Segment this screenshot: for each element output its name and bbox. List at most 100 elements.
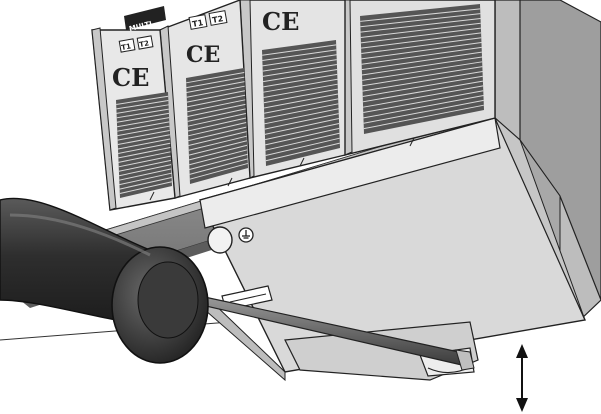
louvre-slat: [363, 95, 484, 119]
louvre-slat: [116, 112, 169, 123]
screwdriver-icon: [0, 197, 475, 371]
module-1-label-t2: T2: [139, 39, 150, 49]
louvre-slat: [117, 121, 170, 132]
louvre-slat: [118, 155, 171, 168]
louvre-slat: [360, 8, 481, 22]
louvre-slat: [118, 164, 172, 177]
louvre-slat: [264, 118, 340, 135]
louvre-slat: [362, 66, 483, 87]
louvre-slat: [363, 85, 484, 108]
louvre-slat: [262, 44, 337, 56]
louvre-slat: [117, 125, 170, 137]
louvre-slat: [360, 22, 481, 38]
louvre-slat: [117, 134, 170, 146]
louvre-slat: [362, 80, 483, 103]
louvre-slat: [264, 108, 339, 125]
louvre-slat: [262, 64, 337, 77]
louvre-slat: [116, 95, 169, 105]
module-1-ce-mark: CE: [112, 63, 149, 92]
louvre-slat: [188, 144, 248, 161]
louvre-slat: [186, 72, 245, 84]
louvre-slat: [360, 13, 481, 28]
module-2-ce-mark: CE: [186, 42, 220, 68]
louvre-slat: [186, 81, 245, 93]
louvre-slat: [265, 127, 340, 146]
louvre-slat: [187, 117, 247, 132]
louvre-slat: [189, 162, 248, 180]
louvre-slat: [186, 90, 246, 103]
louvre-slat: [188, 126, 247, 142]
terminal-screw-hole: [207, 226, 233, 254]
louvre-slat: [263, 73, 338, 88]
louvre-slat: [187, 103, 246, 118]
louvre-slat: [263, 83, 338, 98]
louvre-slat: [264, 122, 340, 141]
louvre-slat: [118, 159, 172, 172]
louvre-slat: [262, 49, 337, 62]
double-arrow-vertical-icon: [516, 344, 528, 412]
louvre-slat: [361, 32, 482, 49]
louvre-slat: [264, 98, 339, 114]
base-unit: [198, 117, 587, 382]
louvre-slat: [186, 85, 245, 98]
louvre-slat: [119, 181, 172, 195]
louvre-slat: [360, 27, 481, 44]
louvre-slat: [188, 135, 247, 151]
louvre-slat: [262, 54, 337, 67]
louvre-slat: [264, 113, 339, 130]
louvre-slat: [363, 90, 484, 114]
louvre-slat: [361, 37, 482, 55]
louvre-slat: [363, 104, 484, 130]
louvre-slat: [189, 158, 248, 175]
louvre-slat: [265, 142, 340, 162]
louvre-slat: [361, 51, 482, 71]
module-3-ce-mark: CE: [262, 7, 299, 36]
module-1: MULTI T1 T2 CE: [91, 6, 176, 211]
louvre-slat: [189, 153, 248, 171]
louvre-slat: [187, 99, 246, 113]
louvre-slat: [189, 149, 248, 166]
module-2-vent-grille: [186, 68, 248, 184]
louvre-slat: [186, 76, 245, 89]
louvre-slat: [262, 59, 337, 72]
louvre-slat: [362, 70, 483, 92]
louvre-slat: [263, 88, 338, 104]
louvre-slat: [117, 129, 170, 141]
louvre-slat: [264, 103, 339, 120]
louvre-slat: [117, 138, 171, 150]
louvre-slat: [361, 46, 482, 65]
module-1-label-strip: [124, 6, 166, 30]
louvre-slat: [186, 94, 246, 108]
louvre-slat: [118, 151, 171, 163]
module-1-label-t1: T1: [121, 42, 132, 52]
module-2-label-t1: T1: [192, 18, 205, 29]
module-2-label-t2: T2: [212, 14, 224, 25]
louvre-slat: [116, 104, 169, 114]
louvre-slat: [360, 17, 481, 33]
louvre-slat: [263, 93, 339, 109]
louvre-slat: [361, 42, 482, 60]
louvre-slat: [362, 75, 483, 97]
protective-earth-icon: [238, 227, 254, 243]
louvre-slat: [187, 112, 246, 127]
louvre-slat: [117, 117, 170, 128]
louvre-slat: [265, 132, 340, 151]
louvre-slat: [263, 78, 338, 93]
vent-louvres: [116, 8, 484, 195]
louvre-slat: [263, 68, 338, 83]
louvre-slat: [116, 108, 169, 119]
louvre-slat: [363, 99, 484, 124]
louvre-slat: [188, 140, 248, 156]
louvre-slat: [116, 100, 169, 110]
louvre-slat: [361, 56, 483, 76]
louvre-slat: [119, 176, 172, 190]
louvre-slat: [265, 137, 340, 156]
louvre-slat: [119, 168, 172, 181]
louvre-slat: [188, 122, 247, 137]
louvre-slat: [118, 142, 171, 154]
louvre-slat: [119, 172, 172, 186]
louvre-slat: [187, 108, 246, 122]
louvre-slat: [188, 131, 247, 146]
